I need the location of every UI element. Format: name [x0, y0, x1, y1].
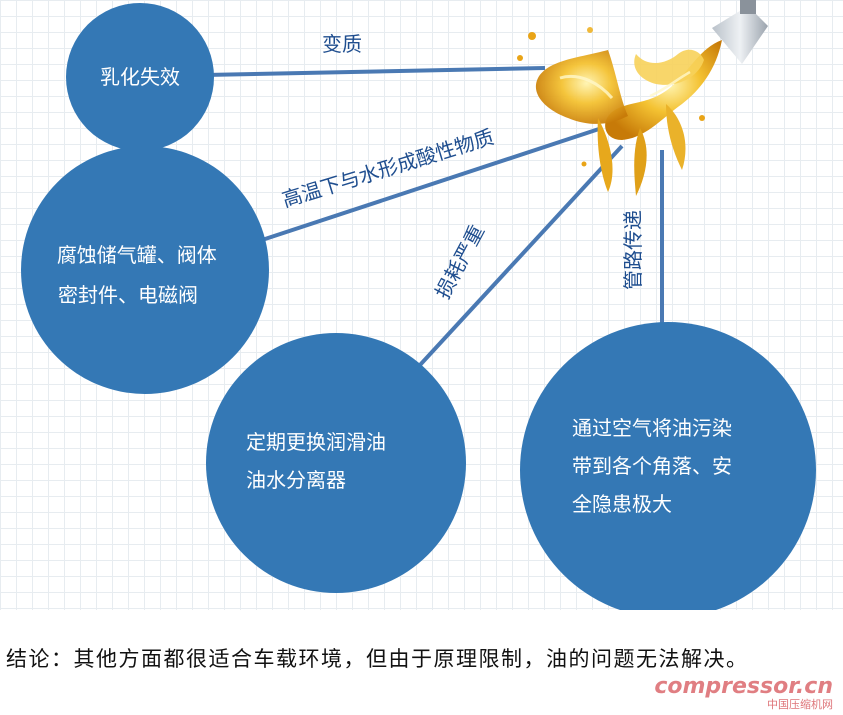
edge-label-wear: 损耗严重 [430, 221, 489, 303]
node-emulsify-circle [66, 3, 214, 151]
node-corrode-label: 腐蚀储气罐、阀体 密封件、电磁阀 [57, 243, 223, 307]
conclusion-text: 结论：其他方面都很适合车载环境，但由于原理限制，油的问题无法解决。 [6, 647, 749, 671]
watermark-subtitle: 中国压缩机网 [767, 697, 833, 711]
watermark-brand: compressor.cn [654, 674, 833, 699]
edge-label-deteriorate: 变质 [322, 32, 362, 56]
connector-corrode [261, 126, 603, 242]
diagram-canvas: 乳化失效 腐蚀储气罐、阀体 密封件、电磁阀 定期更换润滑油 油水分离器 通过空气… [0, 0, 843, 618]
edge-label-pipe: 管路传递 [621, 210, 645, 290]
node-spread-circle [520, 322, 816, 618]
diagram-svg: 乳化失效 腐蚀储气罐、阀体 密封件、电磁阀 定期更换润滑油 油水分离器 通过空气… [21, 0, 816, 618]
watermark-logo: compressor.cn 中国压缩机网 [627, 671, 837, 711]
node-replace-label: 定期更换润滑油 油水分离器 [246, 430, 392, 492]
node-emulsify-label: 乳化失效 [100, 65, 180, 89]
connector-replace [418, 144, 624, 367]
node-spread-label: 通过空气将油污染 带到各个角落、安 全隐患极大 [572, 416, 738, 516]
node-corrode-circle [21, 146, 269, 394]
node-replace-circle [206, 333, 466, 593]
connector-emulsify [204, 66, 546, 77]
oil-splash-illustration [517, 0, 768, 196]
